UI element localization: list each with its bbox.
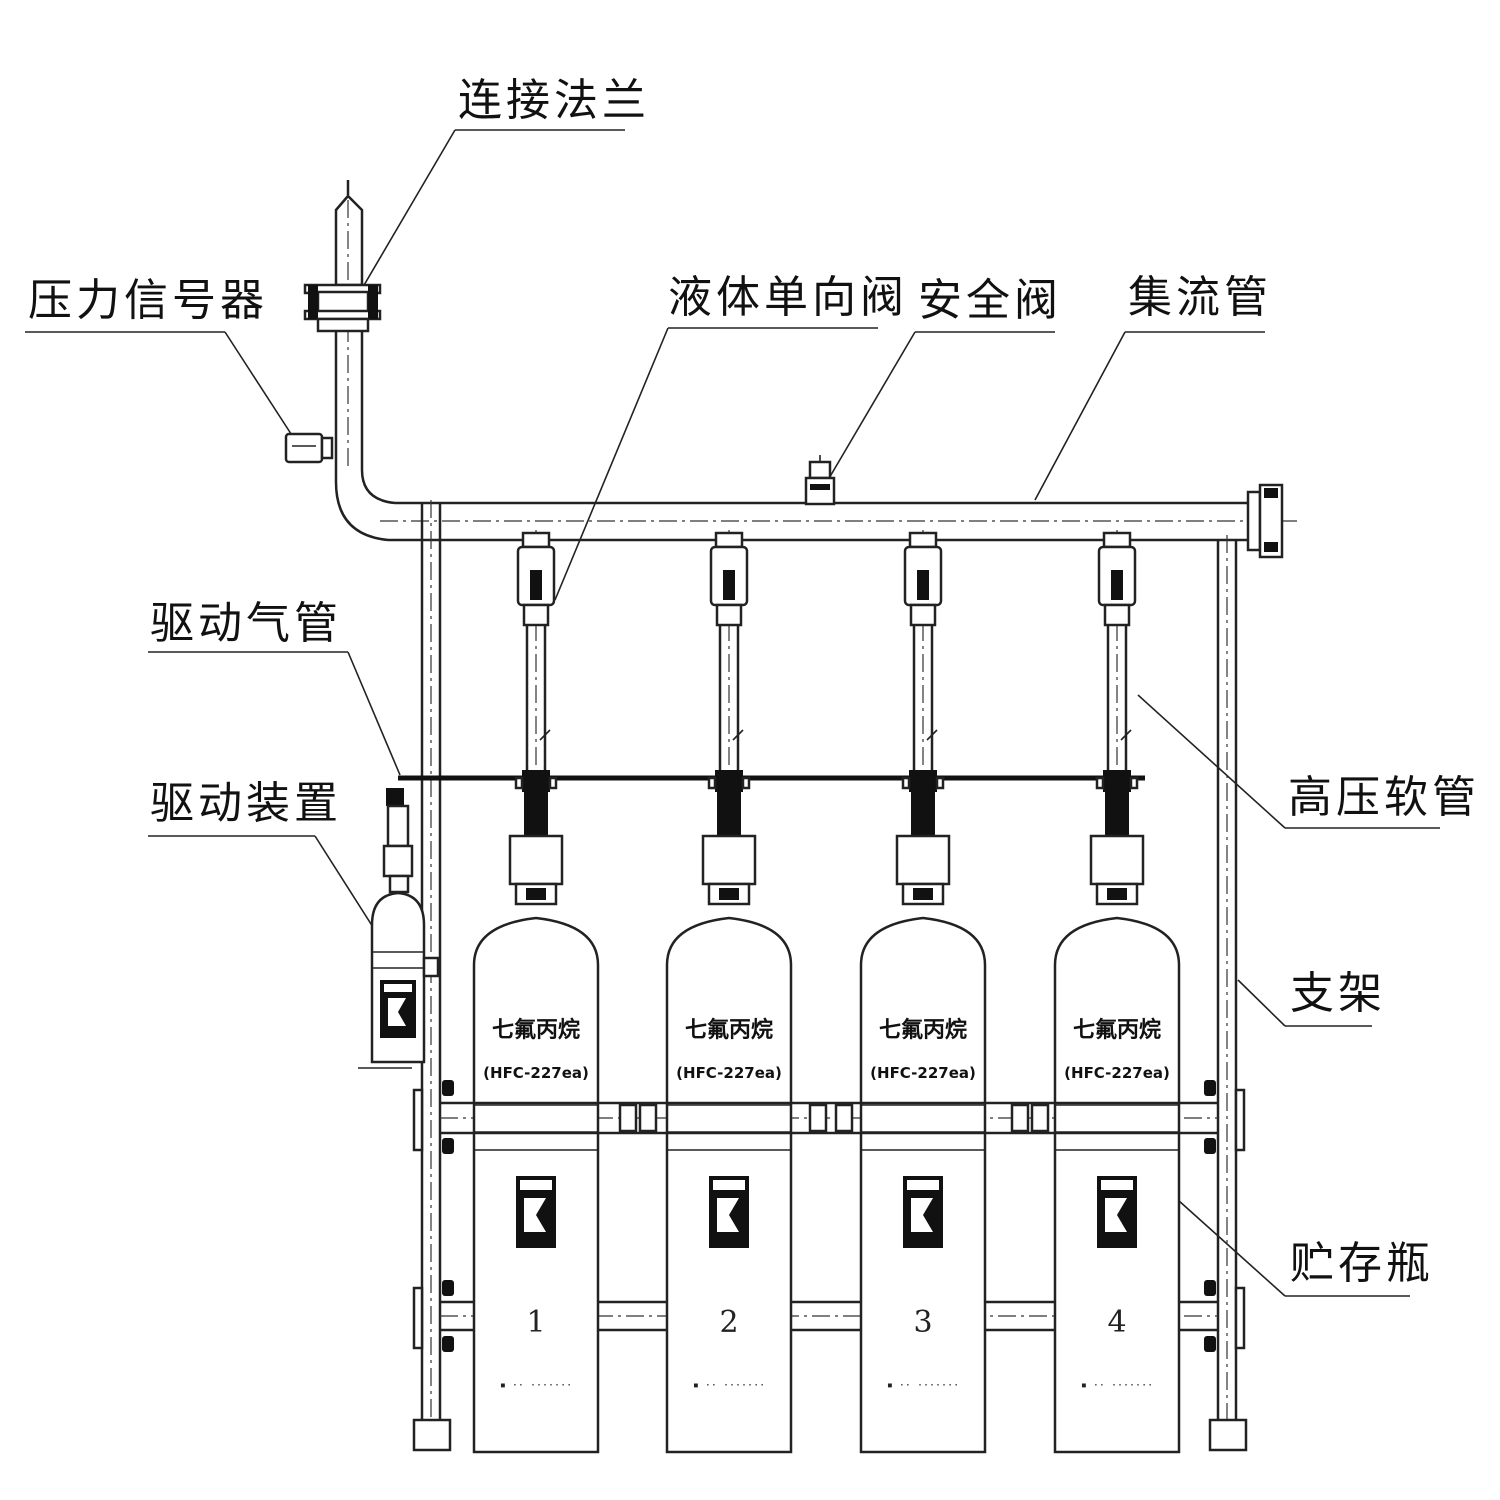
storage-cylinder: 七氟丙烷 (HFC-227ea) 1 ▪ ·· ······· [472,530,600,1454]
actuation-device [358,788,440,1069]
storage-cylinders: 七氟丙烷 (HFC-227ea) 1 ▪ ·· ······· [472,530,1181,1454]
cylinder-footer: ▪ ·· ······· [1081,1380,1153,1391]
cylinder-number: 3 [913,1305,932,1340]
label-high-pressure-hose: 高压软管 [1137,694,1480,829]
cylinder-title: 七氟丙烷 [1073,1017,1161,1043]
storage-cylinder: 七氟丙烷 (HFC-227ea) 4 ▪ ·· ······· [1053,530,1181,1454]
label-safety-valve: 安全阀 [827,275,1062,481]
connecting-flange [303,283,382,333]
rack-crossbars-front [474,1101,1179,1135]
riser-pipe [334,180,396,542]
label-text-high-pressure-hose: 高压软管 [1288,772,1480,823]
label-text-actuation-gas-pipe: 驱动气管 [150,598,342,649]
label-connecting-flange: 连接法兰 [359,75,650,293]
cylinder-model: (HFC-227ea) [676,1064,782,1082]
label-text-liquid-check-valve: 液体单向阀 [668,272,908,323]
cylinder-title: 七氟丙烷 [492,1017,580,1043]
label-actuation-device: 驱动装置 [148,778,379,936]
cylinder-title: 七氟丙烷 [879,1017,967,1043]
label-text-manifold: 集流管 [1128,272,1272,323]
label-text-rack: 支架 [1290,968,1386,1019]
cylinder-number: 4 [1107,1305,1126,1340]
label-storage-cylinder: 贮存瓶 [1177,1199,1434,1297]
cylinder-number: 1 [526,1305,545,1340]
storage-cylinder: 七氟丙烷 (HFC-227ea) 2 ▪ ·· ······· [665,530,793,1454]
cylinder-model: (HFC-227ea) [1064,1064,1170,1082]
cylinder-footer: ▪ ·· ······· [887,1380,959,1391]
label-liquid-check-valve: 液体单向阀 [554,272,908,601]
label-rack: 支架 [1237,968,1386,1027]
cylinder-number: 2 [719,1305,738,1340]
label-text-storage-cylinder: 贮存瓶 [1290,1238,1434,1289]
cylinder-footer: ▪ ·· ······· [500,1380,572,1391]
cylinder-model: (HFC-227ea) [483,1064,589,1082]
pressure-switch [284,432,334,464]
manifold-pipe [380,483,1300,559]
cylinder-model: (HFC-227ea) [870,1064,976,1082]
cylinder-footer: ▪ ·· ······· [693,1380,765,1391]
label-text-actuation-device: 驱动装置 [150,778,342,829]
label-text-connecting-flange: 连接法兰 [458,75,650,126]
label-pressure-switch: 压力信号器 [25,275,296,441]
label-actuation-gas-pipe: 驱动气管 [148,598,401,776]
storage-cylinder: 七氟丙烷 (HFC-227ea) 3 ▪ ·· ······· [859,530,987,1454]
label-text-pressure-switch: 压力信号器 [28,275,268,326]
cylinder-title: 七氟丙烷 [685,1017,773,1043]
label-text-safety-valve: 安全阀 [918,275,1062,326]
label-manifold: 集流管 [1034,272,1272,501]
safety-valve [804,455,836,506]
